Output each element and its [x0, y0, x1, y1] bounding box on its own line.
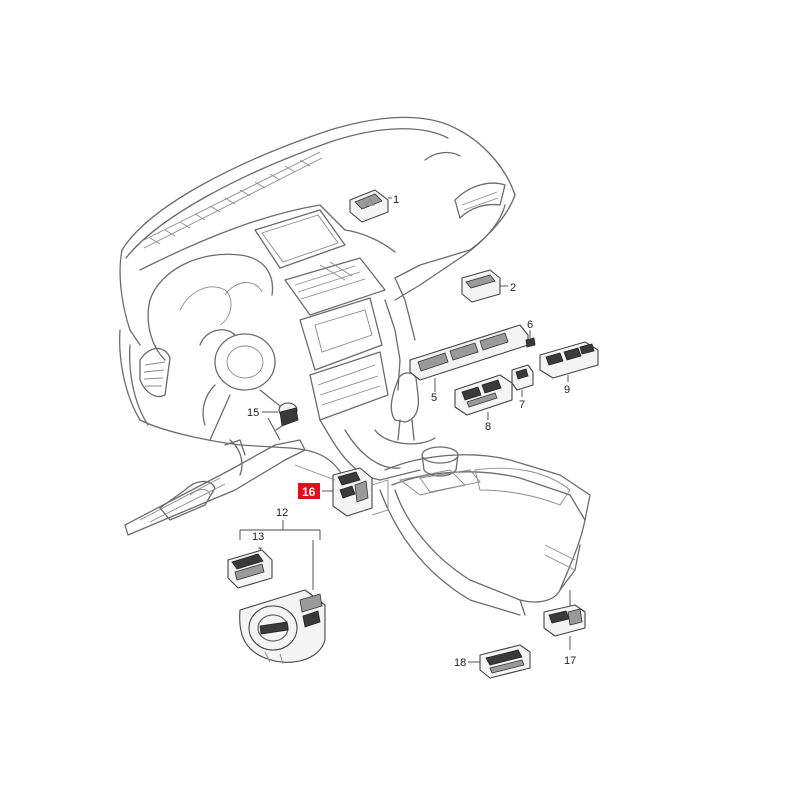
part-16-switch-module [322, 467, 389, 517]
callout-7: 7 [519, 399, 525, 411]
part-13-switch [227, 549, 273, 589]
part-12-bracket [239, 520, 321, 590]
lower-trim-strip [124, 439, 306, 536]
part-18-switch [468, 644, 531, 679]
callout-16: 16 [302, 485, 316, 499]
callout-8: 8 [485, 421, 491, 433]
part-2-switch [461, 269, 508, 303]
part-6-screw [525, 330, 536, 348]
headlight-switch [239, 589, 326, 665]
part-1-hazard-switch [349, 189, 392, 223]
part-8-switch-block [454, 374, 513, 420]
callout-18: 18 [454, 657, 466, 669]
part-9-switch-block [539, 341, 599, 382]
leader-lines [267, 417, 336, 481]
callout-1: 1 [393, 194, 399, 206]
dashboard-outline [119, 116, 516, 481]
callout-12: 12 [276, 507, 288, 519]
callout-6: 6 [527, 319, 533, 331]
callout-2: 2 [510, 282, 516, 294]
callout-5: 5 [431, 392, 437, 404]
part-7-switch [511, 364, 534, 397]
part-15-ignition-lock [262, 402, 299, 431]
center-console [319, 372, 591, 616]
callout-9: 9 [564, 384, 570, 396]
part-17-switch [543, 590, 586, 650]
callout-15: 15 [247, 407, 259, 419]
callout-13: 13 [252, 531, 264, 543]
callout-17: 17 [564, 655, 576, 667]
callout-16-highlight [298, 483, 320, 499]
